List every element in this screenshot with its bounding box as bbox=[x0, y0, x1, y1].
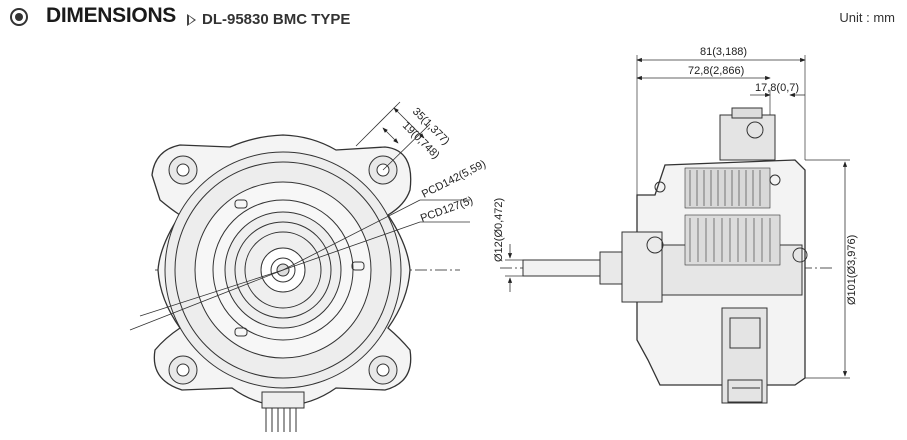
mounting-hole bbox=[168, 355, 198, 385]
dia-12-label: Ø12(Ø0,472) bbox=[493, 198, 505, 262]
dim-17-8-label: 17,8(0,7) bbox=[755, 82, 799, 94]
dia-101-label: Ø101(Ø3,976) bbox=[846, 235, 858, 305]
dim-72-8-label: 72,8(2,866) bbox=[688, 65, 744, 77]
play-triangle-icon bbox=[187, 14, 196, 26]
stator-winding bbox=[684, 167, 781, 266]
wire-harness bbox=[261, 391, 305, 432]
section-bullet-icon bbox=[10, 8, 28, 26]
pcd142-label: PCD142(5,59) bbox=[420, 158, 488, 201]
header: DIMENSIONS DL-95830 BMC TYPE Unit : mm bbox=[0, 0, 907, 40]
page-title: DIMENSIONS bbox=[46, 4, 177, 27]
unit-label: Unit : mm bbox=[839, 10, 895, 25]
mounting-hole bbox=[168, 155, 198, 185]
model-subtitle: DL-95830 BMC TYPE bbox=[202, 11, 351, 28]
dim-81-label: 81(3,188) bbox=[700, 46, 747, 58]
side-view bbox=[500, 55, 850, 404]
bottom-connector bbox=[721, 307, 768, 404]
mounting-hole bbox=[368, 355, 398, 385]
top-connector bbox=[719, 107, 776, 161]
front-view bbox=[129, 101, 470, 432]
